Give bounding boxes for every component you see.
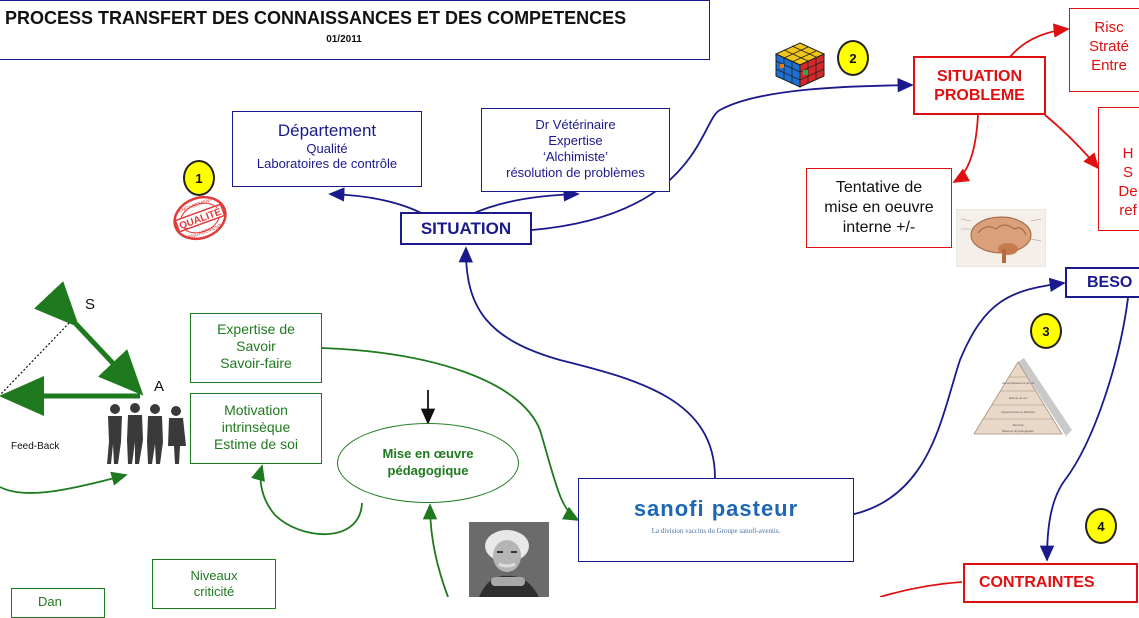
probleme-to-risque-connector xyxy=(1009,23,1070,58)
expertise-box: Expertise de Savoir Savoir-faire xyxy=(190,313,322,383)
right-box-line1: H xyxy=(1122,145,1134,162)
step-badge-4: 4 xyxy=(1085,508,1117,544)
veterinaire-line1: Dr Vétérinaire xyxy=(535,117,616,132)
expertise-line1: Expertise de xyxy=(217,321,295,337)
mise-en-oeuvre-ellipse: Mise en œuvre pédagogique xyxy=(337,423,519,503)
page-title: PROCESS TRANSFERT DES CONNAISSANCES ET D… xyxy=(5,8,627,28)
expertise-to-sanofi-connector xyxy=(321,347,580,521)
departement-box: Département Qualité Laboratoires de cont… xyxy=(232,111,422,187)
feedback-connector xyxy=(0,471,128,494)
motivation-box: Motivation intrinsèque Estime de soi xyxy=(190,393,322,464)
situation-to-departement-connector xyxy=(328,187,426,216)
einstein-photo-icon xyxy=(469,522,549,597)
step-badge-2: 2 xyxy=(837,40,869,76)
brain-image-icon xyxy=(956,209,1046,267)
sanofi-to-besoin-connector xyxy=(829,277,1066,519)
mise-to-motivation-connector xyxy=(251,464,363,536)
niveaux-line2: criticité xyxy=(193,584,235,599)
sanofi-logo: sanofi pasteur xyxy=(633,496,799,521)
risque-box: Risc Straté Entre xyxy=(1069,8,1139,92)
departement-line2: Laboratoires de contrôle xyxy=(256,156,398,171)
risque-line2: Straté xyxy=(1088,38,1130,55)
motivation-line1: Motivation xyxy=(224,402,288,418)
right-red-box: H S De ref xyxy=(1098,107,1139,231)
expertise-line3: Savoir-faire xyxy=(220,355,292,371)
bottom-left-box: Dan xyxy=(11,588,105,618)
contraintes-link xyxy=(879,581,963,597)
pyramid-level-1: Accomplissement de soi xyxy=(1002,381,1035,385)
step-badge-1: 1 xyxy=(183,160,215,196)
sanofi-tagline: La division vaccins du Groupe sanofi-ave… xyxy=(651,527,781,535)
niveaux-line1: Niveaux xyxy=(190,568,238,583)
risque-line1: Risc xyxy=(1094,19,1124,36)
veterinaire-box: Dr Vétérinaire Expertise ‘Alchimiste’ ré… xyxy=(481,108,670,192)
pyramid-level-3: Appartenance et affection xyxy=(1001,410,1035,414)
triangle-left-edge xyxy=(0,319,73,396)
maslow-pyramid-icon: Accomplissement de soi Estime de soi App… xyxy=(973,358,1072,436)
feedback-label: Feed-Back xyxy=(11,441,60,452)
title-box: PROCESS TRANSFERT DES CONNAISSANCES ET D… xyxy=(0,0,710,60)
besoin-to-contraintes-connector xyxy=(1039,297,1129,562)
people-silhouettes-icon xyxy=(107,403,186,464)
right-box-line2: S xyxy=(1122,164,1133,181)
departement-line1: Qualité xyxy=(306,141,348,156)
contraintes-box: CONTRAINTES xyxy=(963,563,1138,603)
sanofi-to-situation-connector xyxy=(458,246,716,479)
qualite-stamp-icon: QUALITÉ ENGAGEMENT ENGAGEMENT xyxy=(173,195,227,241)
triangle-label-a: A xyxy=(154,378,165,395)
veterinaire-line4: résolution de problèmes xyxy=(506,165,645,180)
tentative-box: Tentative de mise en oeuvre interne +/- xyxy=(806,168,952,248)
veterinaire-line3: ‘Alchimiste’ xyxy=(542,149,608,164)
besoin-box: BESO xyxy=(1065,267,1139,298)
situation-to-veterinaire-connector xyxy=(469,187,580,216)
step-badge-3: 3 xyxy=(1030,313,1062,349)
mise-en-oeuvre-line1: Mise en œuvre xyxy=(382,446,474,461)
triangle-sa-edge xyxy=(34,281,144,396)
situation-probleme-line1: SITUATION xyxy=(936,68,1023,85)
right-box-line4: ref xyxy=(1119,202,1137,219)
connectors-layer xyxy=(0,23,1129,597)
tentative-line3: interne +/- xyxy=(842,219,916,236)
rubiks-cube-icon xyxy=(774,42,826,88)
expertise-line2: Savoir xyxy=(236,338,276,354)
triangle-label-s: S xyxy=(85,296,96,313)
mise-en-oeuvre-line2: pédagogique xyxy=(387,463,469,478)
pyramid-level-5: Besoins physiologiques xyxy=(1002,429,1034,433)
motivation-line2: intrinsèque xyxy=(221,419,291,435)
tentative-line2: mise en oeuvre xyxy=(824,199,934,216)
right-box-line3: De xyxy=(1118,183,1138,200)
probleme-to-tentative-connector xyxy=(952,114,979,183)
risque-line3: Entre xyxy=(1091,57,1127,74)
probleme-to-right-connector xyxy=(1044,114,1100,170)
pyramid-level-4: Sécurité xyxy=(1012,423,1023,427)
title-date: 01/2011 xyxy=(326,34,362,45)
situation-box: SITUATION xyxy=(400,212,532,245)
bottom-to-mise-connector xyxy=(422,503,449,597)
motivation-line3: Estime de soi xyxy=(213,436,299,452)
veterinaire-line2: Expertise xyxy=(548,133,603,148)
situation-probleme-line2: PROBLEME xyxy=(934,87,1025,104)
tentative-line1: Tentative de xyxy=(835,179,923,196)
situation-probleme-box: SITUATION PROBLEME xyxy=(913,56,1046,115)
departement-title: Département xyxy=(277,121,377,140)
situation-to-probleme-connector xyxy=(531,78,914,231)
sanofi-pasteur-box: sanofi pasteur La division vaccins du Gr… xyxy=(578,478,854,562)
niveaux-box: Niveaux criticité xyxy=(152,559,276,609)
pyramid-level-2: Estime de soi xyxy=(1009,396,1027,400)
